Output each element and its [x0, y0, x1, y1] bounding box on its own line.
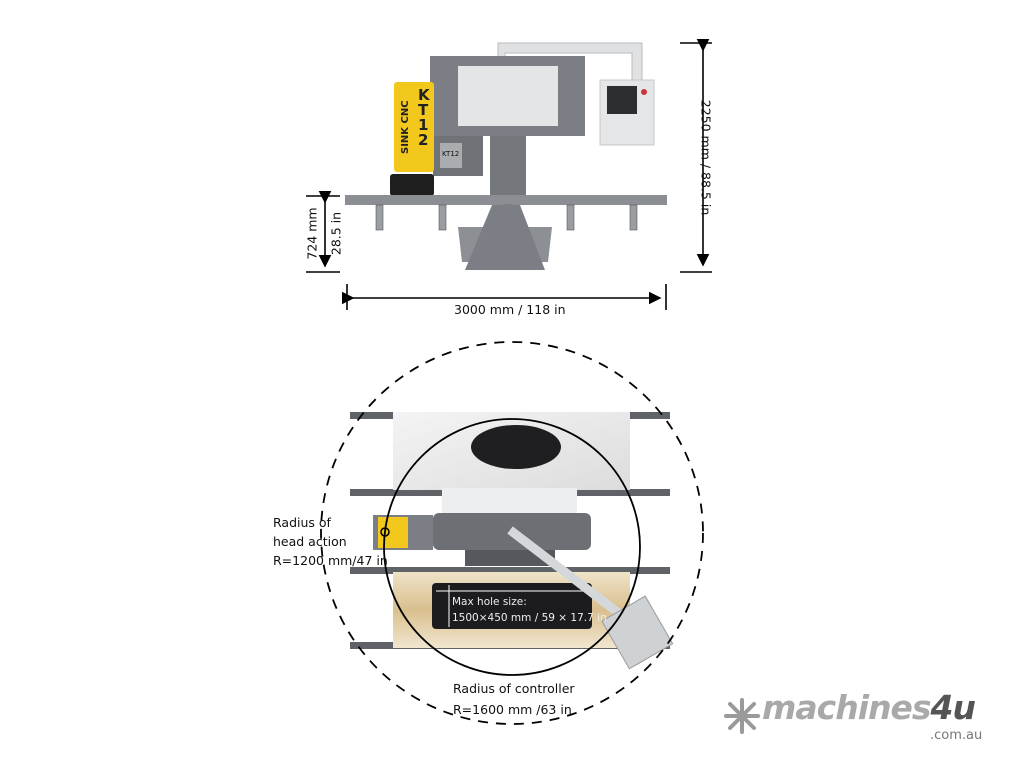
hole-size-line1: Max hole size: — [452, 596, 527, 608]
table-beam — [345, 195, 667, 205]
model-plate — [440, 143, 462, 168]
logo-domain: .com.au — [930, 728, 983, 743]
snowflake-icon — [724, 698, 760, 734]
hole-size-line2: 1500×450 mm / 59 × 17.7 in — [452, 612, 607, 624]
emergency-stop-icon — [641, 89, 647, 95]
yellow-head-top — [378, 517, 408, 548]
head-model-label: KT12 — [418, 86, 430, 149]
head-radius-line1: Radius of — [273, 515, 331, 530]
max-hole-area — [432, 583, 592, 629]
controller-arm-top — [507, 526, 628, 622]
logo-wordmark: machines4u — [762, 688, 976, 727]
logo-name-a: machines — [762, 688, 932, 727]
top-view — [320, 341, 704, 725]
dim-table-mm-label: 724 mm — [304, 207, 320, 260]
head-radius-circle — [383, 418, 641, 676]
dimension-lines — [306, 38, 712, 310]
hole-cutout-oval — [471, 425, 561, 469]
base-stand — [465, 205, 545, 270]
controller-radius-circle — [320, 341, 704, 725]
head-radius-line3: R=1200 mm/47 in — [273, 553, 388, 568]
carriage-mount — [465, 550, 555, 566]
housing-top — [442, 488, 577, 514]
dim-height-label: 2250 mm / 88.5 in — [698, 99, 714, 216]
controller-screen — [607, 86, 637, 114]
logo-name-b: 4u — [930, 688, 976, 727]
controller-radius-line2: R=1600 mm /63 in — [453, 702, 572, 717]
housing-label-panel — [458, 66, 558, 126]
machines4u-logo: machines4u .com.au — [724, 690, 994, 752]
head-radius-line2: head action — [273, 534, 347, 549]
dim-table-in-label: 28.5 in — [328, 211, 344, 256]
controller-radius-line1: Radius of controller — [453, 681, 575, 696]
model-plate-label: KT12 — [442, 150, 460, 158]
yellow-head — [394, 82, 434, 172]
column — [490, 136, 526, 196]
head-brand-label: SINK CNC — [400, 100, 411, 154]
front-view — [345, 42, 667, 270]
dim-width-label: 3000 mm / 118 in — [454, 302, 566, 317]
head-brush — [390, 174, 434, 196]
